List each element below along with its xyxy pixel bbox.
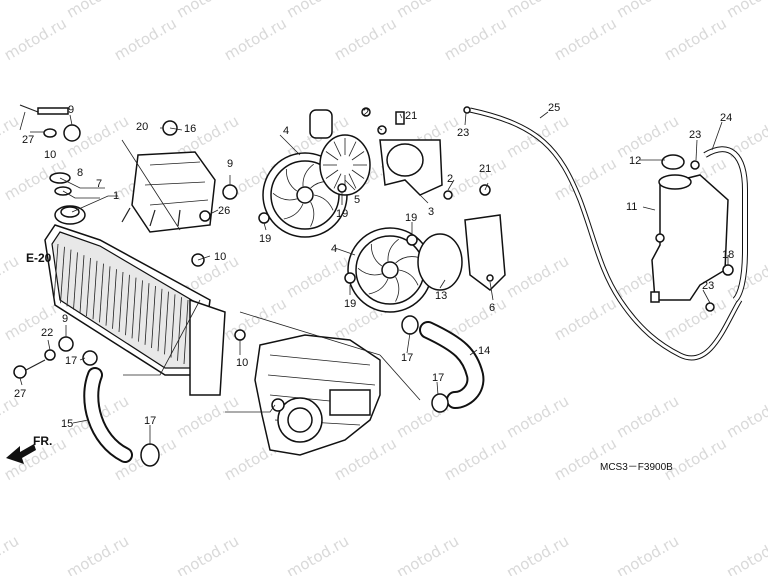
hose-24 (703, 146, 748, 303)
watermark-text: motod.ru (393, 0, 462, 22)
watermark-text: motod.ru (0, 112, 22, 162)
callout: 17 (432, 372, 444, 384)
callout: 9 (62, 313, 68, 325)
callout: 18 (722, 249, 734, 261)
callout: 23 (457, 127, 469, 139)
left-fasteners (13, 104, 246, 379)
watermark-text: motod.ru (0, 532, 22, 576)
callout: 19 (259, 233, 271, 245)
fan-shroud-3 (377, 111, 443, 196)
watermark-text: motod.ru (441, 434, 510, 484)
callout: 21 (405, 110, 417, 122)
callout: 10 (236, 357, 248, 369)
front-arrow: FR. (6, 434, 52, 464)
watermark-text: motod.ru (503, 532, 572, 576)
watermark-text: motod.ru (173, 532, 242, 576)
watermark-text: motod.ru (551, 434, 620, 484)
watermark-text: motod.ru (393, 532, 462, 576)
callout: 20 (136, 121, 148, 133)
watermark-text: motod.ru (503, 392, 572, 442)
watermark-text: motod.ru (331, 14, 400, 64)
callout: 15 (61, 418, 73, 430)
watermark-text: motod.ru (613, 0, 682, 22)
callout: 12 (629, 155, 641, 167)
callout: 10 (214, 251, 226, 263)
watermark-text: motod.ru (1, 14, 70, 64)
callout: 4 (283, 125, 289, 137)
watermark-text: motod.ru (0, 252, 22, 302)
radiator (44, 205, 226, 396)
watermark-text: motod.ru (173, 0, 242, 22)
callout: 19 (336, 208, 348, 220)
watermark-text: motod.ru (221, 14, 290, 64)
watermark-text: motod.ru (661, 434, 730, 484)
hose-14 (401, 315, 485, 413)
watermark-text: motod.ru (283, 252, 352, 302)
callout: 27 (14, 388, 26, 400)
watermark-text: motod.ru (723, 532, 768, 576)
callout: 23 (689, 129, 701, 141)
watermark-text: motod.ru (723, 0, 768, 22)
diagram-code: MCS3－F3900B (600, 462, 673, 473)
callout: 5 (354, 194, 360, 206)
cooling-fan-upper (262, 109, 371, 238)
callout: 6 (489, 302, 495, 314)
watermark-text: motod.ru (613, 392, 682, 442)
callout: 4 (331, 243, 337, 255)
callout: 9 (227, 158, 233, 170)
callout: 22 (41, 327, 53, 339)
watermark-text: motod.ru (63, 532, 132, 576)
callout: 7 (96, 178, 102, 190)
watermark-text: motod.ru (503, 0, 572, 22)
reference-label: E-20 (26, 251, 52, 265)
callout: 2 (363, 107, 369, 119)
radiator-bracket (121, 151, 216, 233)
watermark-text: motod.ru (551, 294, 620, 344)
hose-25 (469, 107, 743, 361)
watermark-text: motod.ru (723, 392, 768, 442)
hose-15 (83, 367, 160, 467)
callout: 17 (144, 415, 156, 427)
cooling-fan-lower (347, 184, 506, 313)
watermark-text: motod.ru (173, 392, 242, 442)
watermark-text: motod.ru (283, 0, 352, 22)
callout: 19 (344, 298, 356, 310)
callout: 11 (626, 201, 637, 213)
callout: 24 (720, 112, 732, 124)
callout: 19 (405, 212, 417, 224)
watermark-text: motod.ru (661, 14, 730, 64)
leader-lines (19, 111, 729, 445)
watermark-text: motod.ru (63, 0, 132, 22)
watermark-text: motod.ru (111, 14, 180, 64)
watermark-text: motod.ru (0, 0, 22, 22)
callout: 9 (68, 104, 74, 116)
callout: 17 (65, 355, 77, 367)
callout: 17 (401, 352, 413, 364)
callout: 27 (22, 134, 34, 146)
callout: 2 (447, 173, 453, 185)
watermark-text: motod.ru (503, 252, 572, 302)
reservoir-tank (650, 154, 734, 303)
engine-block (254, 334, 381, 456)
callout: 1 (113, 190, 119, 202)
callout: 21 (479, 163, 491, 175)
watermark-text: motod.ru (221, 294, 290, 344)
callout: 10 (44, 149, 56, 161)
watermark-text: motod.ru (613, 112, 682, 162)
watermark-text: motod.ru (441, 14, 510, 64)
watermark-text: motod.ru (613, 532, 682, 576)
front-label: FR. (33, 434, 52, 448)
callout: 8 (77, 167, 83, 179)
callout: 14 (478, 345, 490, 357)
callout: 25 (548, 102, 560, 114)
watermark-text: motod.ru (283, 532, 352, 576)
watermark-text: motod.ru (551, 14, 620, 64)
callout: 13 (435, 290, 447, 302)
callout: 26 (218, 205, 230, 217)
callout: 23 (702, 280, 714, 292)
callout: 16 (184, 123, 196, 135)
callout-numbers: 1 4 4 5 6 7 8 9 9 9 10 10 10 11 12 13 14… (14, 102, 734, 430)
callout: 3 (428, 206, 434, 218)
